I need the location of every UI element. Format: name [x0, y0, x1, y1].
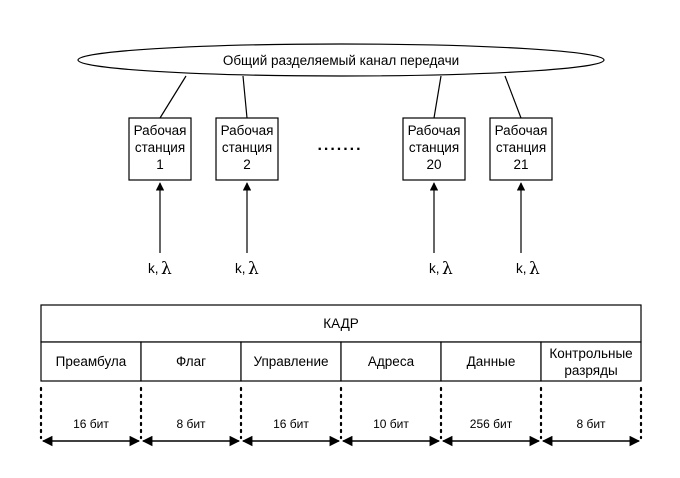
workstation-number: 21 — [513, 157, 528, 172]
workstation-label: Рабочая — [495, 123, 548, 138]
workstation-label: станция — [409, 140, 459, 155]
bit-count-label: 8 бит — [576, 417, 606, 431]
input-arrows — [155, 182, 526, 253]
bit-count-label: 16 бит — [73, 417, 109, 431]
frame-structure: КАДР Преамбула Флаг Управление Адреса Да… — [40, 304, 642, 382]
input-lambda-label: λ — [442, 259, 453, 279]
workstation-number: 20 — [426, 157, 441, 172]
bit-dividers — [39, 386, 643, 440]
channel-connectors — [159, 75, 522, 119]
bit-count-label: 16 бит — [273, 417, 309, 431]
field-name: Контрольные — [549, 346, 632, 361]
workstation-label: станция — [222, 140, 272, 155]
workstation-21: Рабочая станция 21 — [489, 117, 553, 181]
input-lambda-label: λ — [248, 259, 259, 279]
workstation-label: станция — [135, 140, 185, 155]
workstation-label: Рабочая — [408, 123, 461, 138]
workstation-2: Рабочая станция 2 — [215, 117, 279, 181]
field-name: Преамбула — [56, 354, 127, 369]
field-name: Управление — [253, 354, 328, 369]
input-labels: k, λ k, λ k, λ k, λ — [148, 259, 540, 279]
channel-label: Общий разделяемый канал передачи — [223, 53, 459, 68]
field-name: разряды — [564, 363, 617, 378]
bit-count-label: 256 бит — [470, 417, 513, 431]
field-name: Адреса — [368, 354, 415, 369]
field-cell — [540, 341, 642, 382]
input-lambda-label: λ — [529, 259, 540, 279]
input-k-label: k, — [516, 261, 527, 276]
workstation-1: Рабочая станция 1 — [128, 117, 192, 181]
workstation-label: станция — [496, 140, 546, 155]
workstation-number: 1 — [156, 157, 164, 172]
workstation-20: Рабочая станция 20 — [402, 117, 466, 181]
input-k-label: k, — [235, 261, 246, 276]
field-name: Данные — [467, 354, 516, 369]
stations-ellipsis: ....... — [317, 137, 362, 154]
bit-count-label: 8 бит — [176, 417, 206, 431]
workstation-label: Рабочая — [134, 123, 187, 138]
workstation-number: 2 — [243, 157, 251, 172]
input-k-label: k, — [429, 261, 440, 276]
frame-title-cell — [40, 304, 642, 343]
frame-title: КАДР — [323, 316, 358, 331]
workstation-label: Рабочая — [221, 123, 274, 138]
bit-count-label: 10 бит — [373, 417, 409, 431]
field-name: Флаг — [176, 354, 206, 369]
input-k-label: k, — [148, 261, 159, 276]
bit-labels: 16 бит 8 бит 16 бит 10 бит 256 бит 8 бит — [73, 417, 606, 431]
field-cell — [40, 341, 142, 382]
shared-channel: Общий разделяемый канал передачи — [77, 43, 605, 77]
input-lambda-label: λ — [161, 259, 172, 279]
field-cell — [340, 341, 442, 382]
